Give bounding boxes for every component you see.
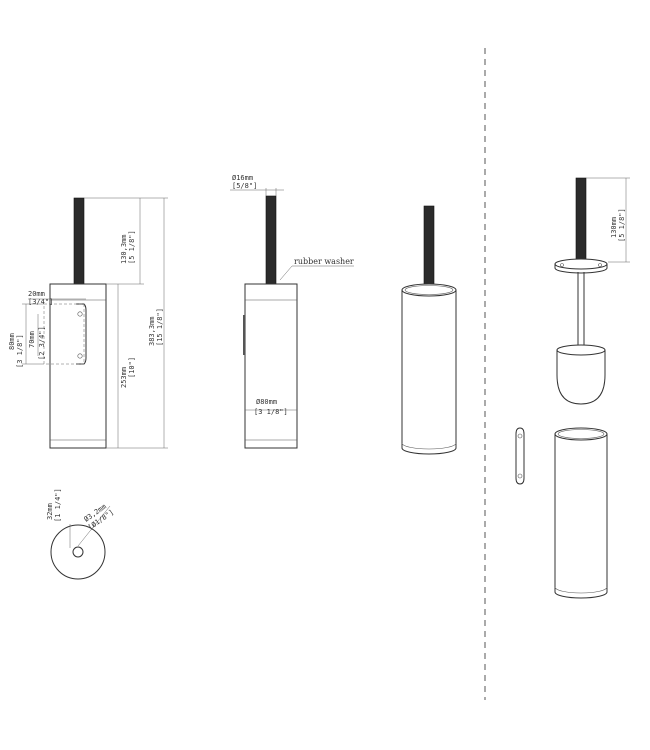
dim-base-offset: 32mm: [46, 503, 54, 520]
dim-bracket-height-in: [3 1/8"]: [16, 334, 24, 368]
screw-hole-top: [77, 311, 83, 317]
dim-exploded-rod-in: [5 1/8"]: [618, 208, 626, 242]
dim-rod-diameter-in: [5/8"]: [232, 182, 257, 190]
brush-head: [556, 350, 606, 405]
dim-body-diameter-in: [3 1/8"]: [254, 408, 288, 416]
dim-bracket-width: 20mm: [28, 290, 45, 298]
holder-body-front: [244, 283, 298, 449]
holder-body: [49, 283, 107, 449]
dim-rod-height-in: [5 1/8"]: [128, 230, 136, 264]
brush-rod-front: [265, 195, 277, 285]
front-view: Ø16mm [5/8"] rubber washer Ø80mm [3 1/8"…: [230, 174, 354, 449]
dim-total-height: 383,3mm: [148, 316, 156, 346]
wall-bracket: [76, 303, 87, 365]
dim-hole-spacing-in: [2 3/4"]: [38, 326, 46, 360]
brush-rod: [73, 197, 85, 285]
screw-hole-bottom: [77, 353, 83, 359]
holder-body-3d: [401, 290, 457, 455]
dim-rod-height: 130,3mm: [120, 234, 128, 264]
base-hole: [72, 546, 84, 558]
exploded-bracket: [515, 427, 525, 485]
exploded-view: 130mm [5 1/8"]: [515, 177, 630, 599]
exploded-rod: [575, 177, 587, 263]
label-rubber-washer: rubber washer: [294, 257, 354, 266]
dim-body-diameter: Ø80mm: [256, 398, 277, 406]
side-view-bracket: 20mm [3/4"] 80mm [3 1/8"] 70mm [2 3/4"] …: [8, 197, 168, 449]
dim-hole-spacing: 70mm: [28, 331, 36, 348]
base-circle: [50, 524, 106, 580]
dim-body-height-in: [10"]: [128, 357, 136, 378]
brush-rod-3d: [423, 205, 435, 291]
dim-base-offset-in: [1 1/4"]: [54, 488, 62, 522]
dim-body-height: 253mm: [120, 367, 128, 388]
dim-bracket-height: 80mm: [8, 333, 16, 350]
dim-total-height-in: [15 1/8"]: [156, 308, 164, 346]
dim-exploded-rod: 130mm: [610, 217, 618, 238]
bottom-view: 32mm [1 1/4"] Ø3,2mm [Ø1/8"]: [46, 488, 115, 580]
isometric-view: [401, 205, 457, 455]
dim-bracket-width-in: [3/4"]: [28, 298, 53, 306]
dim-rod-diameter: Ø16mm: [232, 174, 253, 182]
exploded-body: [554, 434, 608, 599]
